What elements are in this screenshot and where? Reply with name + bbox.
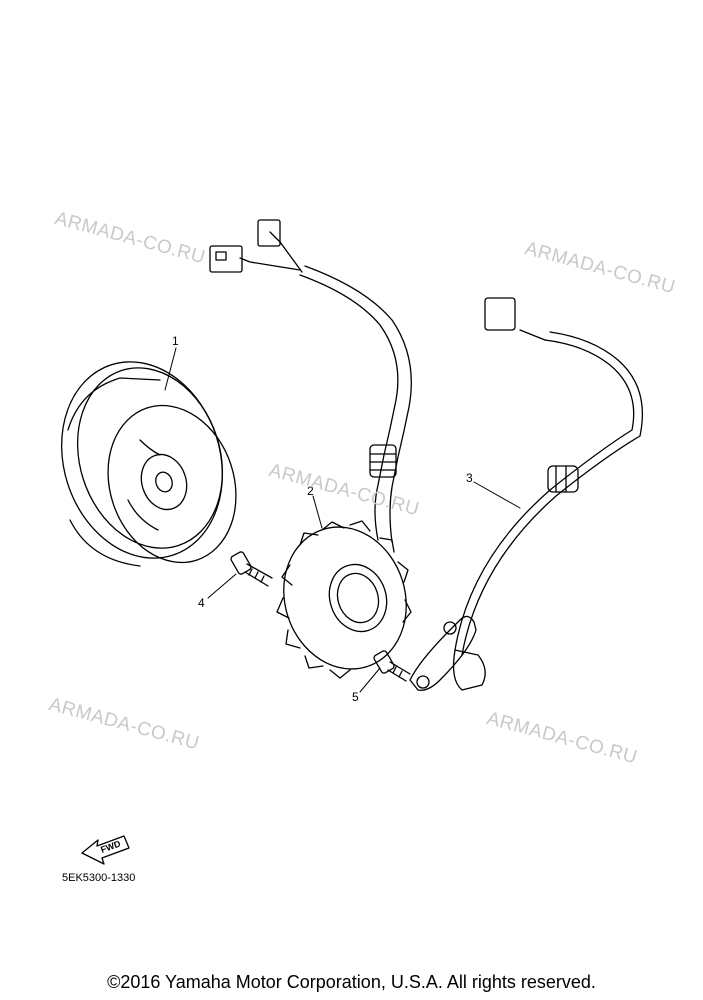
fwd-arrow-icon: FWD (81, 835, 130, 865)
callout-5: 5 (352, 690, 359, 704)
part-code: 5EK5300-1330 (62, 872, 136, 884)
copyright: ©2016 Yamaha Motor Corporation, U.S.A. A… (107, 972, 596, 992)
stator-bolt (230, 551, 273, 587)
leader-lines (164, 347, 521, 693)
rotor-flywheel (60, 361, 237, 567)
pickup-coil-assembly (409, 297, 643, 691)
stator-harness (209, 219, 412, 543)
callout-2: 2 (307, 484, 314, 498)
callout-1: 1 (172, 334, 179, 348)
callout-3: 3 (466, 471, 473, 485)
stator-assembly (276, 520, 412, 679)
callout-4: 4 (198, 596, 205, 610)
pickup-bolt (373, 650, 411, 682)
